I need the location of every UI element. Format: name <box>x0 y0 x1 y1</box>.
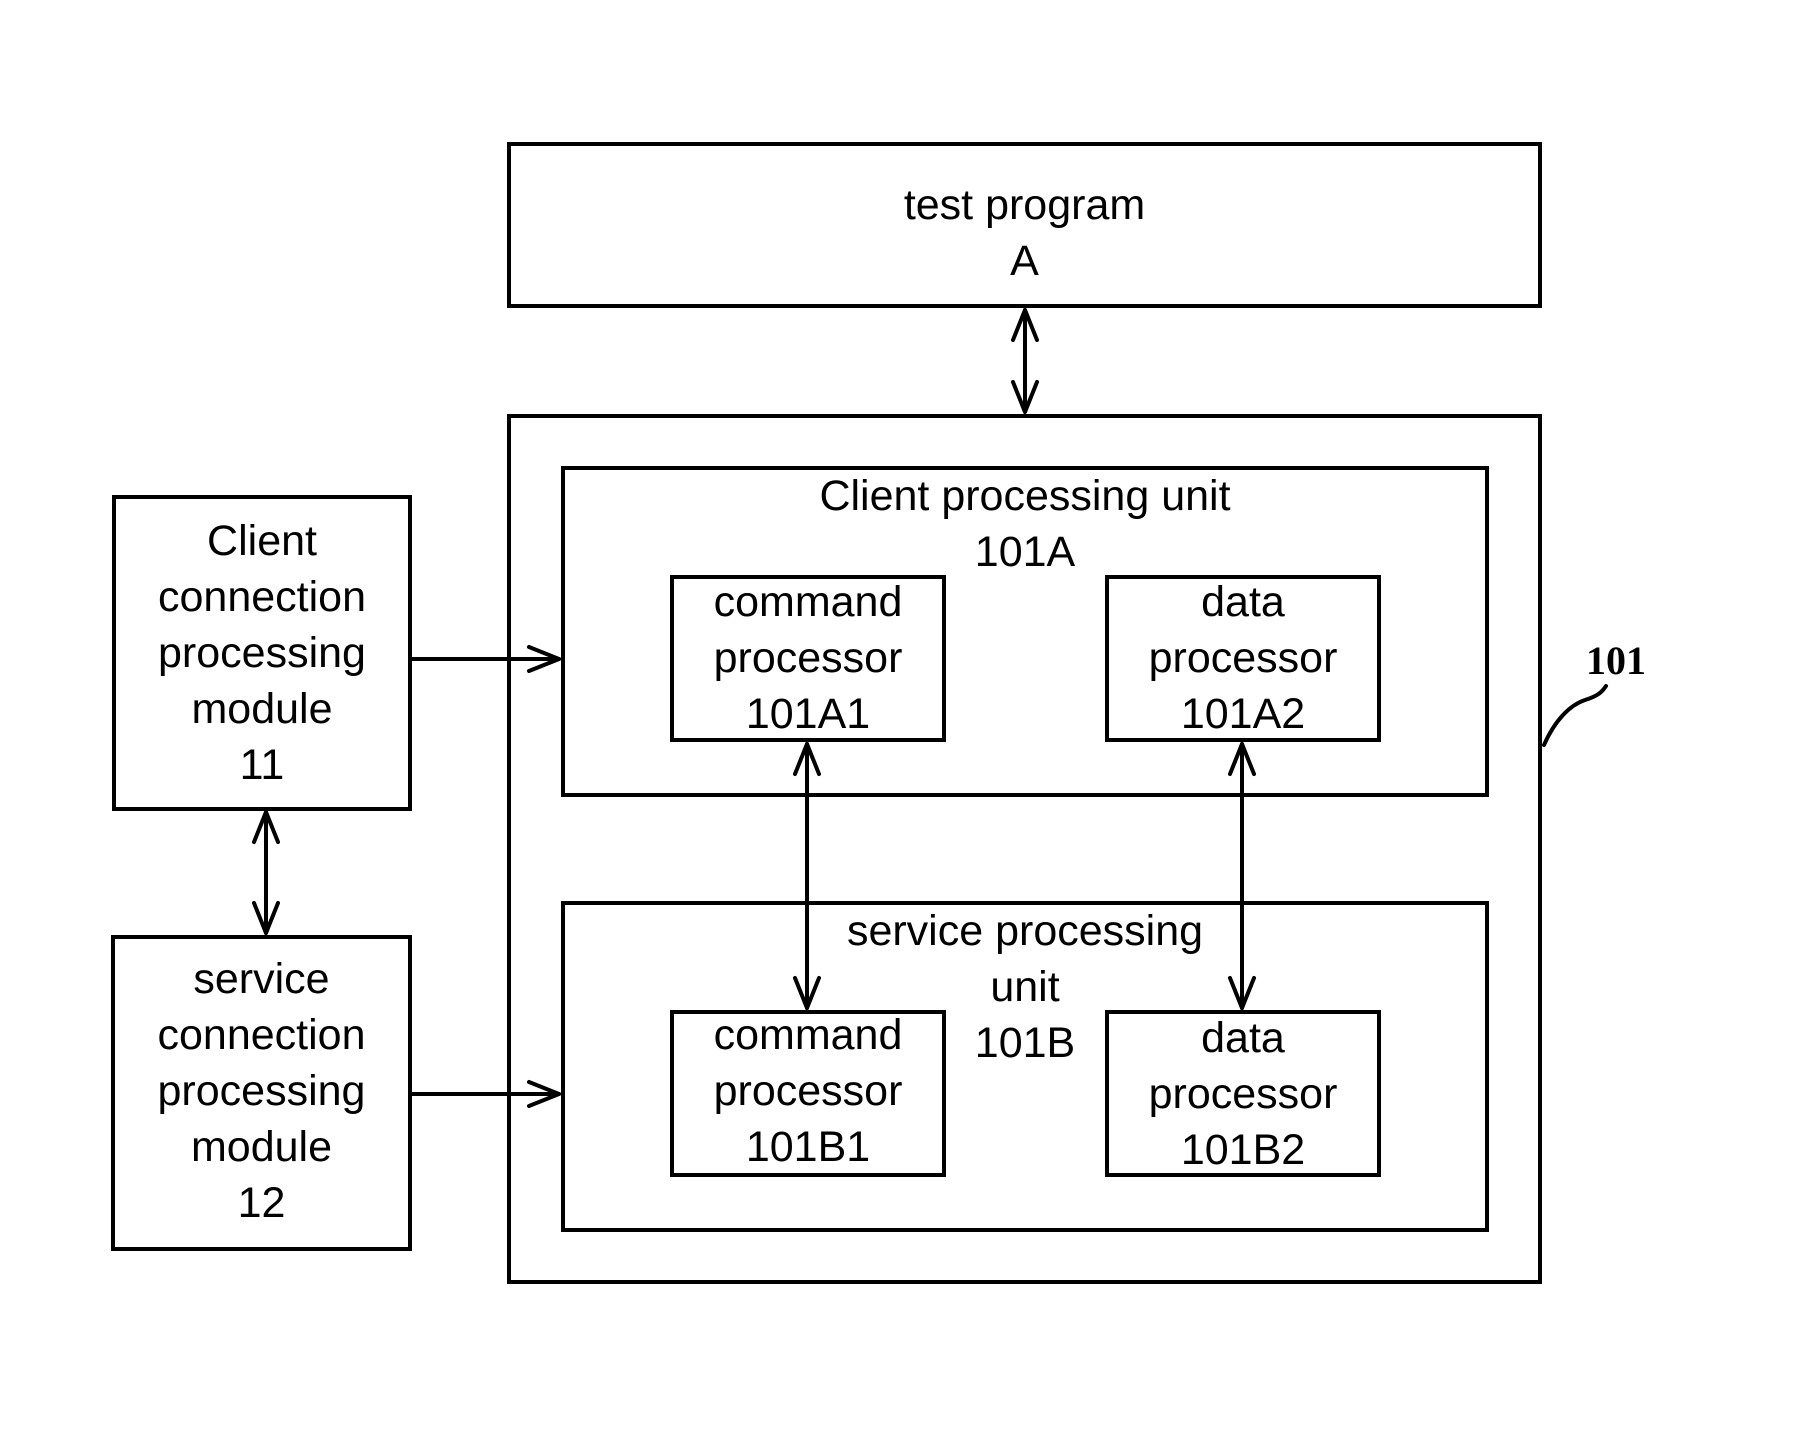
command-processor-101B1-id: 101B1 <box>670 1119 946 1175</box>
client-connection-module-line3: processing <box>112 625 412 681</box>
reference-leader-101 <box>1544 686 1606 745</box>
command-processor-101A1-label: command processor 101A1 <box>670 574 946 742</box>
arrowhead-client-module <box>254 812 278 842</box>
command-processor-101A1-line1: command <box>670 574 946 630</box>
service-connection-module-label: service connection processing module 12 <box>111 951 412 1231</box>
client-processing-unit-label: Client processing unit 101A <box>561 468 1489 580</box>
client-connection-module-line1: Client <box>112 513 412 569</box>
service-connection-module-id: 12 <box>111 1175 412 1231</box>
arrowhead-system-101 <box>1013 382 1037 412</box>
data-processor-101B2-line1: data <box>1105 1010 1381 1066</box>
service-connection-module-line3: processing <box>111 1063 412 1119</box>
data-processor-101A2-id: 101A2 <box>1105 686 1381 742</box>
service-processing-unit-line1: service processing <box>561 903 1489 959</box>
data-processor-101A2-line2: processor <box>1105 630 1381 686</box>
data-processor-101B2-line2: processor <box>1105 1066 1381 1122</box>
client-connection-module-label: Client connection processing module 11 <box>112 513 412 793</box>
client-processing-unit-title: Client processing unit <box>561 468 1489 524</box>
client-connection-module-line2: connection <box>112 569 412 625</box>
service-connection-module-line4: module <box>111 1119 412 1175</box>
system-101-ref-label: 101 <box>1586 639 1646 683</box>
arrowhead-test-program <box>1013 310 1037 340</box>
data-processor-101A2-label: data processor 101A2 <box>1105 574 1381 742</box>
client-connection-module-line4: module <box>112 681 412 737</box>
command-processor-101B1-line1: command <box>670 1007 946 1063</box>
data-processor-101B2-label: data processor 101B2 <box>1105 1010 1381 1178</box>
command-processor-101B1-line2: processor <box>670 1063 946 1119</box>
data-processor-101B2-id: 101B2 <box>1105 1122 1381 1178</box>
service-connection-module-line2: connection <box>111 1007 412 1063</box>
test-program-id: A <box>507 233 1542 289</box>
command-processor-101A1-line2: processor <box>670 630 946 686</box>
test-program-label: test program A <box>507 177 1542 289</box>
data-processor-101A2-line1: data <box>1105 574 1381 630</box>
test-program-title: test program <box>507 177 1542 233</box>
command-processor-101A1-id: 101A1 <box>670 686 946 742</box>
client-connection-module-id: 11 <box>112 737 412 793</box>
client-processing-unit-id: 101A <box>561 524 1489 580</box>
command-processor-101B1-label: command processor 101B1 <box>670 1007 946 1175</box>
arrowhead-service-module <box>254 903 278 933</box>
service-connection-module-line1: service <box>111 951 412 1007</box>
